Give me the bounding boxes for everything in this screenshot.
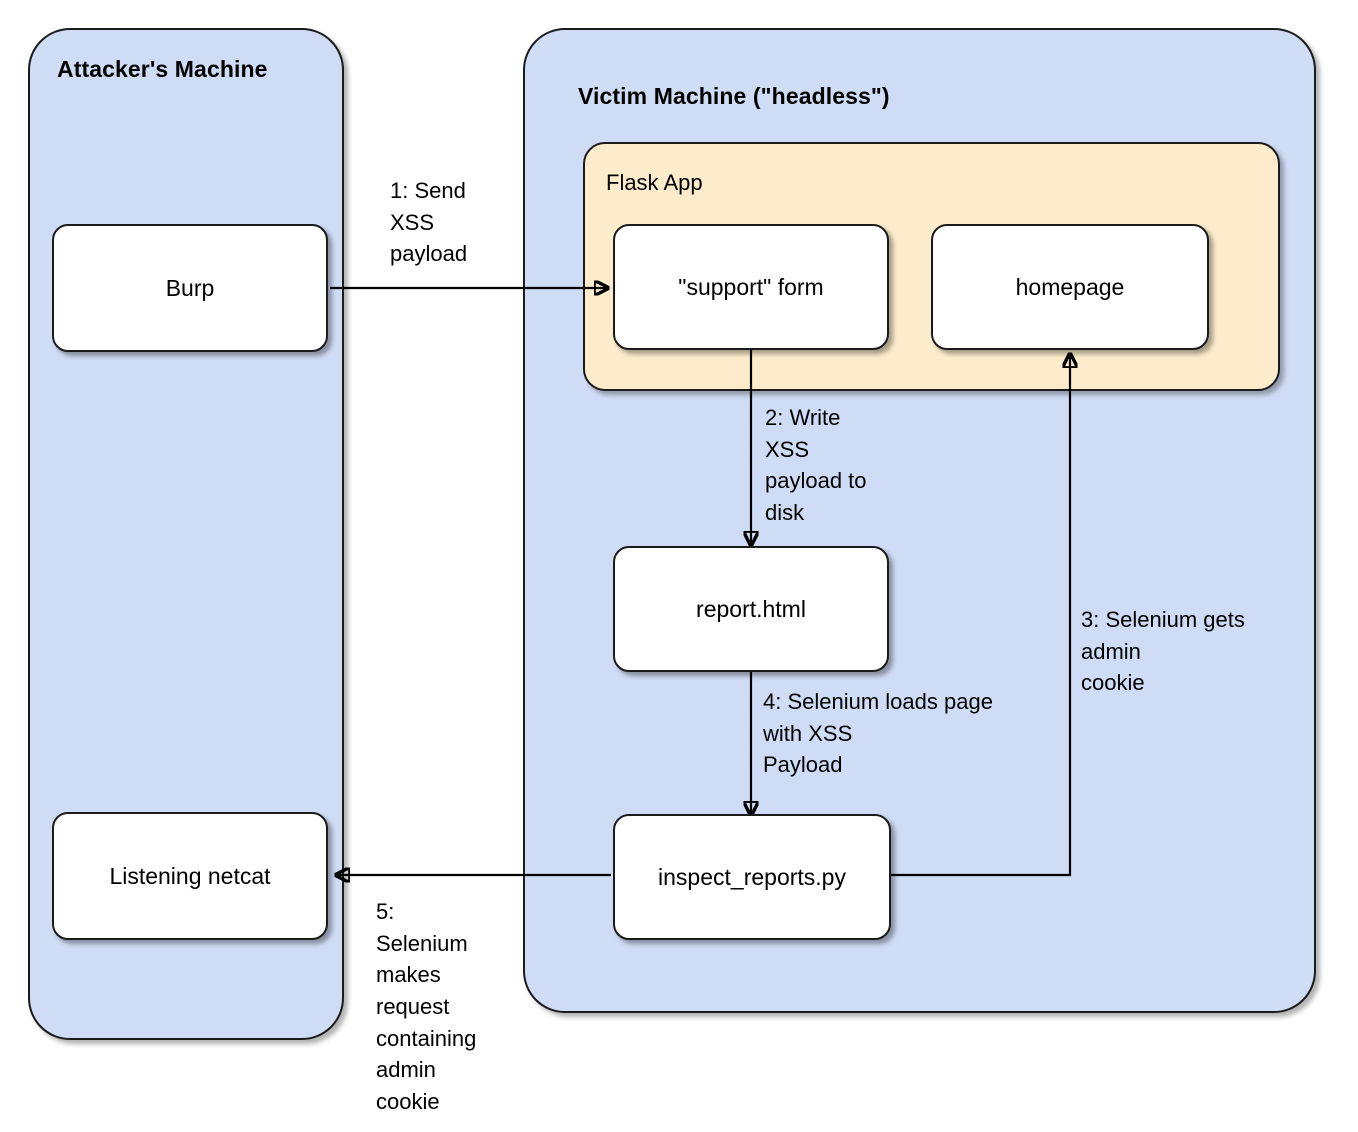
edge-label-2-write-xss-payload-to-disk: 2: Write XSS payload to disk xyxy=(765,405,867,526)
node-listening-netcat[interactable]: Listening netcat xyxy=(52,812,328,940)
edge-label-5-selenium-makes-request-containing-admin-cookie: 5: Selenium makes request containing adm… xyxy=(376,899,477,1115)
node-inspect-reports-py[interactable]: inspect_reports.py xyxy=(613,814,891,940)
edge-label-4-selenium-loads-page-with-xss-payload: 4: Selenium loads page with XSS Payload xyxy=(763,689,993,778)
container-victim-machine-title: Victim Machine ("headless") xyxy=(578,83,890,109)
node-homepage[interactable]: homepage xyxy=(931,224,1209,350)
node-support-form[interactable]: "support" form xyxy=(613,224,889,350)
container-attackers-machine-title: Attacker's Machine xyxy=(57,56,268,82)
container-flask-app-title: Flask App xyxy=(606,170,703,195)
edge-label-3-selenium-gets-admin-cookie: 3: Selenium gets admin cookie xyxy=(1081,607,1245,696)
node-report-html[interactable]: report.html xyxy=(613,546,889,672)
node-burp[interactable]: Burp xyxy=(52,224,328,352)
edge-label-1-send-xss-payload: 1: Send XSS payload xyxy=(390,178,468,267)
